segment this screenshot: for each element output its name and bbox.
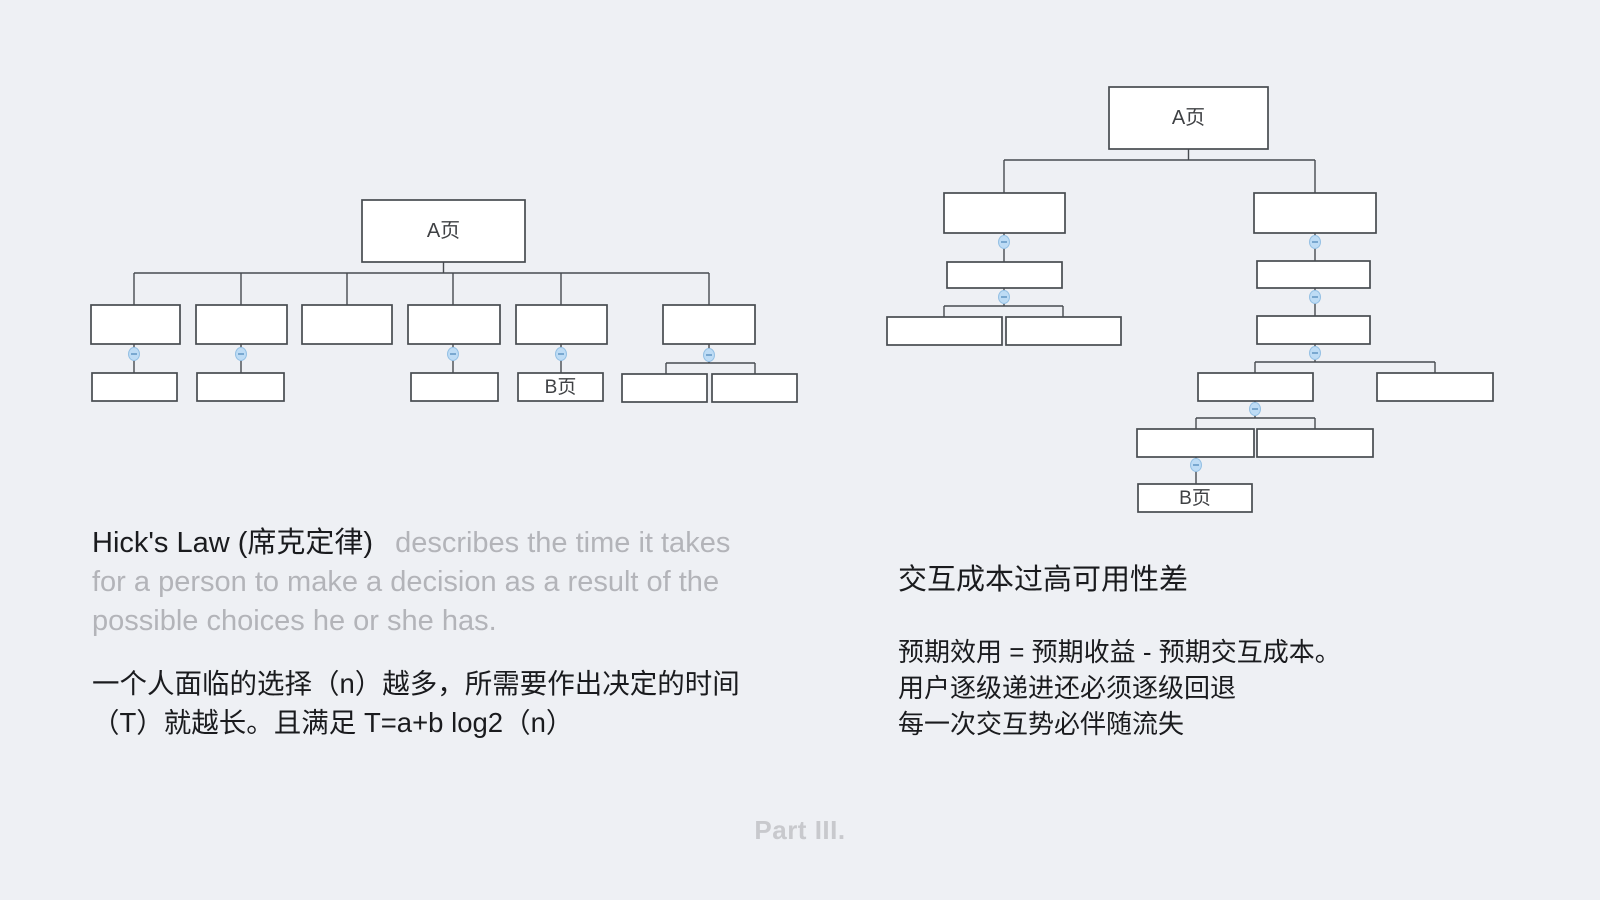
collapse-minus-icon [447,347,459,361]
left-tree-root-label: A页 [427,220,460,242]
left-tree-diagram: A页 B页 [90,199,798,403]
tree-node [946,261,1063,289]
interaction-cost-heading: 交互成本过高可用性差 [898,564,1189,596]
interaction-cost-line1: 预期效用 = 预期收益 - 预期交互成本。 [898,637,1341,667]
right-tree-node-b [1137,483,1253,513]
tree-node [1005,316,1122,346]
collapse-minus-icon [1190,458,1202,472]
hicks-law-line: Hick's Law (席克定律) describes the time it t… [92,524,730,563]
hicks-law-paragraph: Hick's Law (席克定律) describes the time it t… [92,524,730,641]
interaction-cost-line3: 每一次交互势必伴随流失 [898,709,1185,739]
collapse-minus-icon [1309,346,1321,360]
tree-node [662,304,756,345]
tree-node [1256,428,1374,458]
collapse-minus-icon [555,347,567,361]
right-tree-diagram: A页 B页 [886,86,1494,513]
collapse-minus-icon [1249,402,1261,416]
interaction-cost-line2: 用户逐级递进还必须逐级回退 [898,673,1237,703]
right-tree-target-label: B页 [1179,488,1211,509]
tree-node [621,373,708,403]
hicks-law-chinese-paragraph: 一个人面临的选择（n）越多，所需要作出决定的时间 （T）就越长。且满足 T=a+… [92,664,740,742]
tree-node [1197,372,1314,402]
left-tree-node-b [517,372,604,402]
part-label: Part III. [754,815,846,845]
tree-node [410,372,499,402]
tree-node [195,304,288,345]
left-tree-target-label: B页 [545,377,577,398]
hicks-law-definition-line1: describes the time it takes [395,527,731,559]
hicks-law-definition-line2: for a person to make a decision as a res… [92,566,720,598]
tree-node [886,316,1003,346]
collapse-minus-icon [998,235,1010,249]
collapse-minus-icon [235,347,247,361]
chinese-paragraph-line2: （T）就越长。且满足 T=a+b log2（n） [92,707,574,738]
interaction-cost-paragraph: 预期效用 = 预期收益 - 预期交互成本。 用户逐级递进还必须逐级回退 每一次交… [898,634,1341,742]
tree-node [515,304,608,345]
tree-node [1256,260,1371,289]
tree-node [407,304,501,345]
hicks-law-definition-line3: possible choices he or she has. [92,605,497,637]
tree-node [301,304,393,345]
tree-node [90,304,181,345]
chinese-paragraph-line1: 一个人面临的选择（n）越多，所需要作出决定的时间 [92,668,740,699]
tree-node [711,373,798,403]
tree-node [196,372,285,402]
tree-node [91,372,178,402]
collapse-minus-icon [1309,235,1321,249]
tree-node [1256,315,1371,345]
tree-node [1136,428,1255,458]
collapse-minus-icon [998,290,1010,304]
tree-node [943,192,1066,234]
tree-node [1253,192,1377,234]
right-tree-node-a [1108,86,1269,150]
collapse-minus-icon [128,347,140,361]
hicks-law-title: Hick's Law (席克定律) [92,527,374,559]
tree-node [1376,372,1494,402]
collapse-minus-icon [703,348,715,362]
left-tree-node-a [361,199,526,263]
right-tree-root-label: A页 [1172,107,1205,129]
collapse-minus-icon [1309,290,1321,304]
